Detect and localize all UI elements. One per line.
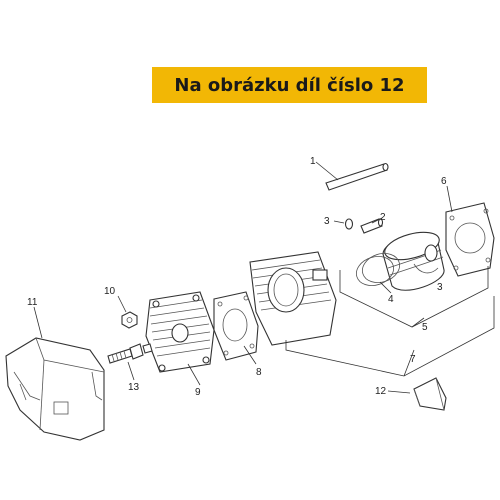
callout-label-6: 6 bbox=[441, 176, 447, 187]
piston bbox=[382, 231, 445, 291]
callout-label-1: 1 bbox=[310, 156, 316, 167]
part-10-nut: 10 bbox=[104, 286, 138, 329]
callout-label-7: 7 bbox=[410, 354, 416, 365]
part-9-cylinder-head: 9 bbox=[145, 291, 215, 398]
callout-label-2: 2 bbox=[380, 212, 386, 223]
part-number-banner: Na obrázku díl číslo 12 bbox=[152, 67, 427, 103]
callout-label-11: 11 bbox=[27, 297, 38, 308]
callout-label-3-left: 3 bbox=[324, 216, 330, 227]
callout-label-12: 12 bbox=[375, 386, 387, 397]
bracket-7: 7 bbox=[285, 296, 495, 377]
part-8-head-gasket: 8 bbox=[213, 291, 262, 378]
part-12-wedge: 12 bbox=[375, 377, 447, 411]
callout-label-10: 10 bbox=[104, 286, 116, 297]
part-13-spark-plug: 13 bbox=[107, 343, 153, 393]
part-2-pin: 2 bbox=[360, 212, 386, 234]
callout-label-8: 8 bbox=[256, 367, 262, 378]
part-4-piston-rings: 4 bbox=[356, 253, 400, 305]
callout-label-3-right: 3 bbox=[437, 282, 443, 293]
bracket-5: 5 bbox=[339, 266, 489, 333]
cylinder bbox=[249, 251, 337, 346]
part-6-base-gasket: 6 bbox=[441, 176, 495, 277]
part-1-piston-pin: 1 bbox=[310, 156, 389, 191]
part-3-circlip-left: 3 bbox=[324, 216, 354, 230]
callout-label-13: 13 bbox=[128, 382, 140, 393]
callout-label-5: 5 bbox=[422, 322, 428, 333]
part-11-shroud: 11 bbox=[5, 297, 105, 441]
callout-label-9: 9 bbox=[195, 387, 201, 398]
callout-label-4: 4 bbox=[388, 294, 394, 305]
